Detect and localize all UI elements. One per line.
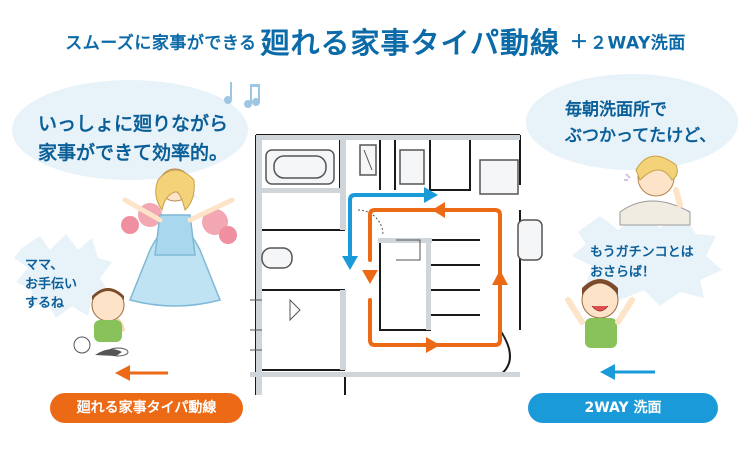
woman-illustration bbox=[121, 168, 237, 307]
orange-arrow-left-top bbox=[432, 202, 445, 218]
two-way-washroom-label-pill: 2WAY 洗面 bbox=[528, 393, 718, 423]
boy-speech-bubble bbox=[572, 212, 722, 306]
circulation-label-pill: 廻れる家事タイパ動線 bbox=[50, 393, 243, 423]
man-illustration bbox=[619, 155, 691, 226]
right-bubble-line2: ぶつかってたけど、 bbox=[565, 126, 717, 147]
child-girl-illustration bbox=[73, 288, 129, 357]
right-bubble-text: 毎朝洗面所で ぶつかってたけど、 bbox=[565, 97, 716, 150]
title-prefix: スムーズに家事ができる bbox=[65, 33, 257, 54]
orange-flow-loop bbox=[368, 208, 502, 347]
orange-arrow-right-bottom bbox=[426, 337, 440, 353]
title-suffix: ２WAY洗面 bbox=[589, 33, 686, 54]
orange-arrow-up-right bbox=[492, 270, 508, 285]
title-main: 廻れる家事タイパ動線 bbox=[260, 26, 560, 60]
child-speech-bubble bbox=[14, 234, 112, 318]
child-bubble-line2: お手伝い bbox=[25, 276, 78, 292]
title-plus: ＋ bbox=[569, 32, 588, 53]
left-bubble-line1: いっしょに廻りながら bbox=[38, 113, 229, 135]
boy-illustration bbox=[565, 279, 635, 348]
left-bubble-line2: 家事ができて効率的。 bbox=[38, 142, 229, 165]
blue-arrow-down bbox=[342, 256, 358, 270]
right-bubble-line1: 毎朝洗面所で bbox=[565, 100, 667, 120]
child-bubble-text: ママ、 お手伝い するね bbox=[25, 257, 77, 314]
page-title: スムーズに家事ができる廻れる家事タイパ動線 ＋２WAY洗面 bbox=[0, 20, 751, 62]
blue-left-arrow bbox=[600, 364, 655, 380]
boy-bubble-text: もうガチンコとは おさらば！ bbox=[590, 243, 694, 282]
orange-left-arrow bbox=[115, 365, 168, 381]
left-speech-bubble bbox=[12, 80, 248, 180]
orange-arrow-down-left bbox=[362, 270, 378, 284]
music-notes bbox=[224, 82, 260, 108]
right-speech-bubble bbox=[526, 74, 738, 170]
blue-flow-path bbox=[348, 193, 427, 257]
boy-bubble-line1: もうガチンコとは bbox=[590, 245, 694, 260]
left-bubble-text: いっしょに廻りながら 家事ができて効率的。 bbox=[38, 110, 228, 169]
blue-arrow-right bbox=[424, 187, 438, 203]
child-bubble-line1: ママ、 bbox=[25, 258, 64, 273]
child-bubble-line3: するね bbox=[25, 295, 65, 311]
boy-bubble-line2: おさらば！ bbox=[590, 264, 656, 280]
toilet bbox=[261, 247, 293, 269]
